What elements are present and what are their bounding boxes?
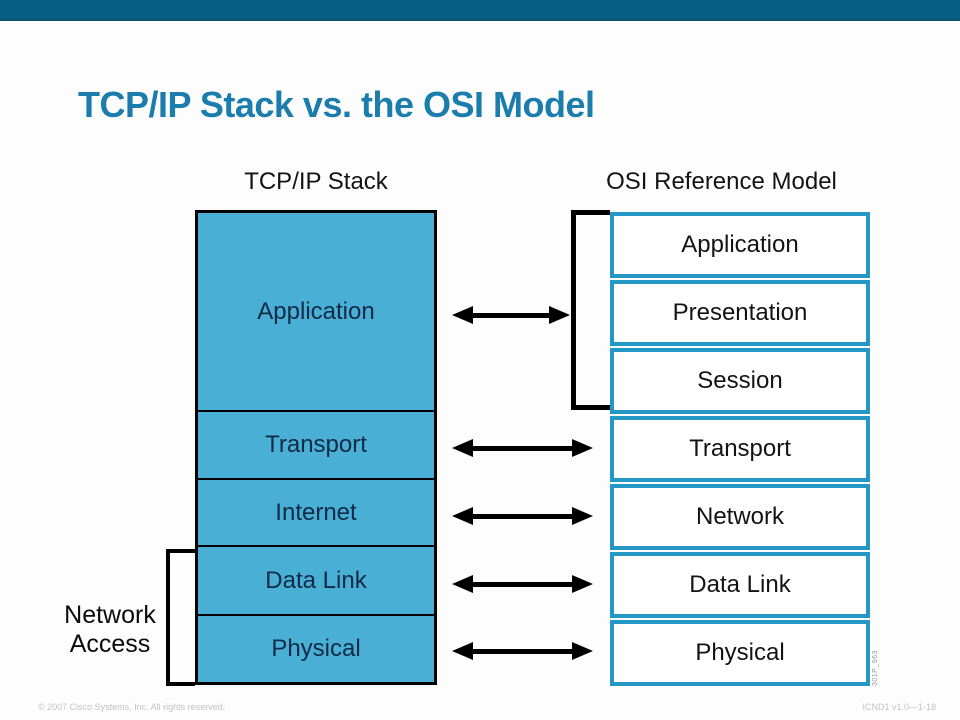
double-arrow-physical-icon [452, 641, 593, 661]
osi-layer-presentation: Presentation [610, 280, 870, 346]
arrowhead-left-icon [452, 306, 473, 324]
figure-id: 301P_963 [872, 650, 879, 686]
double-arrow-internet-network-icon [452, 506, 593, 526]
tcpip-layer-internet: Internet [198, 478, 434, 545]
network-access-label-line2: Access [69, 630, 151, 658]
double-arrow-data-link-icon [452, 574, 593, 594]
osi-layer-network: Network [610, 484, 870, 550]
copyright-text: © 2007 Cisco Systems, Inc. All rights re… [38, 702, 226, 712]
arrowhead-right-icon [572, 439, 593, 457]
page-title: TCP/IP Stack vs. the OSI Model [78, 84, 595, 125]
arrowhead-right-icon [572, 642, 593, 660]
slide-header-bar [0, 0, 960, 21]
tcpip-stack: Application Transport Internet Data Link… [195, 210, 437, 685]
arrowhead-right-icon [572, 507, 593, 525]
network-access-label-line1: Network [64, 601, 156, 629]
osi-upper-layers-bracket-bottom [571, 405, 610, 410]
arrowhead-left-icon [452, 642, 473, 660]
osi-layer-session: Session [610, 348, 870, 414]
arrowhead-right-icon [572, 575, 593, 593]
network-access-label: Network Access [44, 601, 176, 659]
network-access-bracket-top [166, 549, 195, 553]
network-access-bracket [166, 549, 170, 686]
tcpip-column-header: TCP/IP Stack [244, 168, 388, 195]
arrowhead-left-icon [452, 439, 473, 457]
osi-layer-physical: Physical [610, 620, 870, 686]
osi-stack: Application Presentation Session Transpo… [610, 212, 870, 686]
osi-layer-transport: Transport [610, 416, 870, 482]
osi-layer-data-link: Data Link [610, 552, 870, 618]
osi-upper-layers-bracket-top [571, 210, 610, 215]
slide-reference: ICND1 v1.0—1-18 [862, 702, 936, 712]
arrowhead-left-icon [452, 575, 473, 593]
double-arrow-application-icon [452, 305, 570, 325]
osi-column-header: OSI Reference Model [606, 168, 837, 195]
tcpip-layer-physical: Physical [198, 614, 434, 682]
osi-layer-application: Application [610, 212, 870, 278]
tcpip-layer-application: Application [257, 297, 375, 325]
double-arrow-transport-icon [452, 438, 593, 458]
tcpip-layer-data-link: Data Link [198, 545, 434, 614]
osi-upper-layers-bracket [571, 210, 576, 410]
arrowhead-right-icon [549, 306, 570, 324]
network-access-bracket-bottom [166, 682, 195, 686]
tcpip-layer-transport: Transport [198, 410, 434, 478]
arrowhead-left-icon [452, 507, 473, 525]
